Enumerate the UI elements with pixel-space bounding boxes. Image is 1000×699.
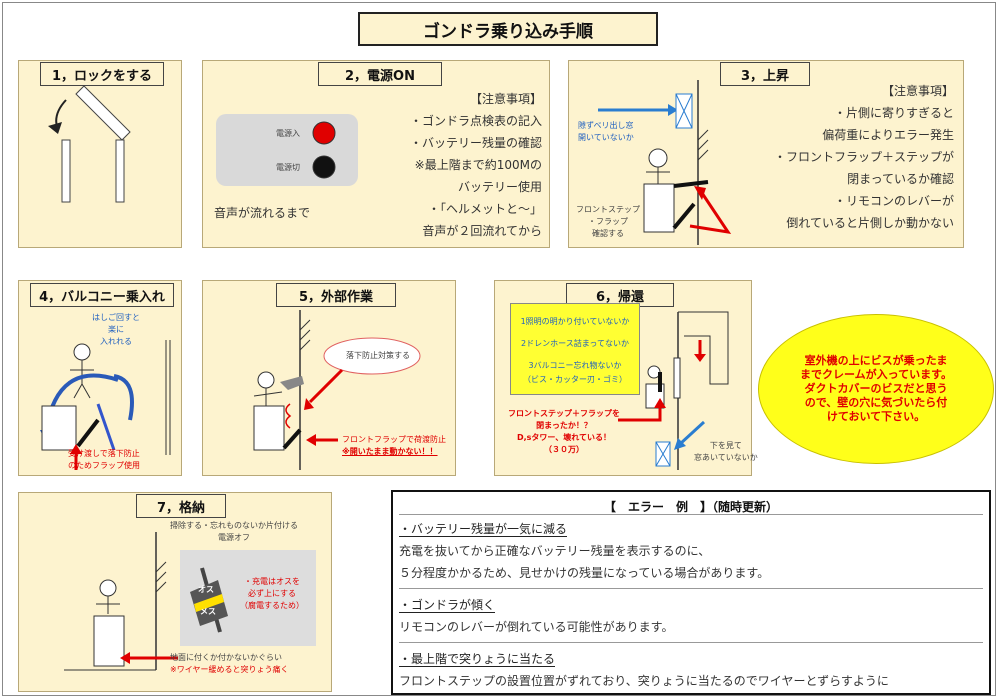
step3-check-window: 隙ずベリ出し窓 開いていないか [578, 121, 634, 142]
step7-bottom-note: 地面に付くか付かないかぐらい ※ワイヤー緩めると突りょう痛く [170, 653, 289, 674]
step2-note: 音声が２回流れてから [422, 224, 542, 238]
step2-note: 【注意事項】 [469, 92, 542, 106]
step2-note: バッテリー使用 [457, 180, 542, 194]
step1-panel [18, 60, 182, 248]
error-examples-title: 【 エラー 例 】（随時更新） [603, 500, 778, 514]
step3-note: ・リモコンのレバーが [833, 194, 954, 208]
step2-label: 2，電源ON [318, 62, 442, 86]
callout-text: 室外機の上にビスが乗ったま までクレームが入っています。 ダクトカバーのビスだと… [799, 354, 953, 423]
step6-illustration [618, 311, 729, 470]
step3-label: 3，上昇 [720, 62, 810, 86]
power-off-label: 電源切 [276, 163, 300, 172]
step7-illustration [64, 532, 316, 671]
step1-label: 1，ロックをする [40, 62, 164, 86]
remote-control [216, 114, 358, 186]
step7-label: 7，格納 [136, 494, 226, 518]
step6-blue-note: 下を見て 窓あいていないか [694, 441, 758, 462]
error-heading: ・ゴンドラが傾く [399, 598, 496, 613]
error-line: 充電を抜いてから正確なバッテリー残量を表示するのに、 [399, 544, 711, 558]
step5-cloud-text: 落下防止対策する [346, 351, 410, 360]
step4-red-note: 受け渡しで落下防止 のためフラップ使用 [68, 449, 140, 470]
step3-notes: 【注意事項】 ・片側に寄りすぎると 偏荷重によりエラー発生 ・フロントフラップ＋… [740, 80, 954, 234]
step3-panel [568, 60, 964, 248]
error-line: フロントステップの設置位置がずれており、突りょうに当たるのでワイヤーとずらすよう… [399, 674, 889, 688]
step2-note: ・バッテリー残量の確認 [409, 136, 542, 150]
step1-lock-illustration [48, 85, 131, 203]
error-heading: ・最上階で突りょうに当たる [399, 652, 556, 667]
power-buttons [312, 121, 336, 179]
step3-illustration [598, 80, 732, 245]
checklist-item: 3バルコニー忘れ物ないか [528, 361, 622, 370]
step2-note: ・「ヘルメットと～」 [427, 202, 542, 216]
step5-red-note: フロントフラップで荷渡防止 ※開いたまま動かない！！ [342, 435, 446, 456]
step2-sound-text: 音声が流れるまで [214, 206, 311, 220]
step4-illustration [40, 340, 171, 470]
page-title: ゴンドラ乗り込み手順 [358, 12, 658, 46]
step4-label: 4，バルコニー乗入れ [30, 283, 174, 307]
error-line: リモコンのレバーが倒れている可能性があります。 [399, 620, 674, 634]
plug-male-label: オス [198, 585, 214, 594]
step2-notes: 【注意事項】 ・ゴンドラ点検表の記入 ・バッテリー残量の確認 ※最上階まで約10… [380, 88, 542, 242]
step6-red-note: フロントステップ＋フラップを 閉まったか！？ D,sタワー、壊れている！ （３０… [508, 409, 620, 454]
step3-note: ・フロントフラップ＋ステップが [773, 150, 954, 164]
step5-label: 5，外部作業 [276, 283, 396, 307]
power-on-label: 電源入 [276, 129, 300, 138]
power-on-button [312, 121, 336, 145]
plug-female-label: メス [200, 607, 216, 616]
step3-note: 偏荷重によりエラー発生 [822, 128, 954, 142]
callout-ellipse: 室外機の上にビスが乗ったま までクレームが入っています。 ダクトカバーのビスだと… [758, 314, 994, 464]
checklist-item: 1照明の明かり付いていないか [520, 317, 630, 326]
step2-note: ・ゴンドラ点検表の記入 [409, 114, 542, 128]
cloud-shape [323, 337, 421, 375]
step7-plug-note: ・充電はオスを 必ず上にする （腐電するため） [240, 577, 304, 610]
checklist-item: （ビス・カッター刃・ゴミ） [523, 375, 627, 384]
step5-panel [202, 280, 456, 476]
step5-illustration [253, 310, 421, 470]
step3-note: 倒れていると片側しか動かない [786, 216, 954, 230]
step3-note: ・片側に寄りすぎると [833, 106, 954, 120]
power-off-button [312, 155, 336, 179]
error-line: ５分程度かかるため、見せかけの残量になっている場合があります。 [399, 566, 770, 580]
step3-check-step: フロントステップ ・フラップ 確認する [576, 205, 640, 238]
step7-top-note: 掃除する・忘れものないか片付ける 電源オフ [170, 521, 298, 542]
step3-note: 閉まっているか確認 [847, 172, 954, 186]
step3-note: 【注意事項】 [881, 84, 954, 98]
step2-note: ※最上階まで約100Mの [414, 158, 542, 172]
step4-blue-note: はしご回すと 楽に 入れれる [92, 313, 140, 346]
step6-checklist: 1照明の明かり付いていないか 2ドレンホース詰まってないか 3バルコニー忘れ物な… [510, 303, 640, 395]
error-heading: ・バッテリー残量が一気に減る [399, 522, 568, 537]
checklist-item: 2ドレンホース詰まってないか [521, 339, 629, 348]
error-examples-box: 【 エラー 例 】（随時更新） ・バッテリー残量が一気に減る 充電を抜いてから正… [391, 490, 991, 695]
